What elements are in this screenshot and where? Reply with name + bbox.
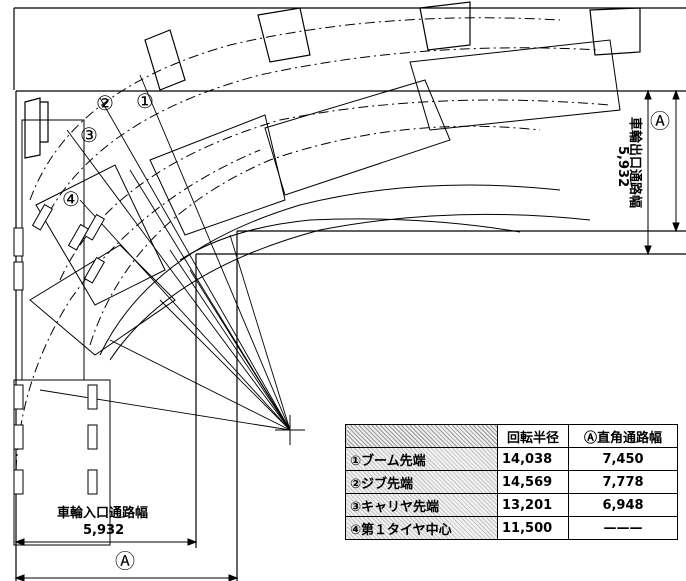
dim-a-right-label: Ⓐ	[650, 109, 670, 133]
tire	[87, 424, 98, 450]
radius-line	[159, 299, 291, 431]
tire	[67, 223, 90, 251]
row-radius: 14,038	[497, 447, 569, 471]
tire	[31, 203, 54, 231]
arc-1	[99, 184, 561, 356]
radius-line	[66, 129, 291, 431]
tire	[83, 256, 106, 284]
radius-line	[169, 249, 291, 431]
row-radius: 11,500	[497, 516, 569, 540]
tire	[13, 469, 24, 495]
row-width: ———	[568, 516, 678, 540]
truck-position-3	[35, 164, 166, 306]
dimension-lines	[14, 89, 680, 581]
table-row: ②ジブ先端 14,569 7,778	[345, 470, 678, 494]
table-header-row: 回転半径 Ⓐ直角通路幅	[345, 424, 678, 448]
radius-line	[39, 389, 291, 431]
exit-width-label: 車輪出口通路幅	[627, 117, 643, 208]
marker-4: ④	[62, 187, 80, 211]
boom-tips	[24, 1, 641, 159]
table-header-radius: 回転半径	[497, 424, 569, 448]
radius-line	[109, 339, 291, 431]
radius-lines	[39, 74, 291, 431]
row-name: ③キャリヤ先端	[345, 493, 498, 517]
row-name: ④第１タイヤ中心	[345, 516, 498, 540]
turning-center-mark	[275, 415, 305, 445]
row-name: ①ブーム先端	[345, 447, 498, 471]
tire	[87, 384, 98, 410]
radius-line	[139, 74, 291, 431]
row-radius: 13,201	[497, 493, 569, 517]
truck-positions	[13, 39, 621, 546]
truck-position-entrance	[21, 119, 85, 381]
table-header-corner	[345, 424, 498, 448]
row-width: 7,778	[568, 470, 678, 494]
arc-5	[39, 47, 601, 231]
table-row: ④第１タイヤ中心 11,500 ———	[345, 516, 678, 540]
truck-position-5	[264, 79, 451, 196]
arc-7	[179, 218, 521, 261]
marker-3: ③	[80, 123, 98, 147]
boom-tip	[419, 1, 471, 51]
tire	[13, 424, 24, 450]
arc-4	[29, 17, 561, 201]
marker-2: ②	[96, 91, 114, 115]
arc-2	[109, 213, 591, 361]
table-header-width: Ⓐ直角通路幅	[568, 424, 678, 448]
table-row: ③キャリヤ先端 13,201 6,948	[345, 493, 678, 517]
dim-a-bottom-label: Ⓐ	[115, 549, 135, 573]
truck-position-2	[29, 244, 176, 356]
row-radius: 14,569	[497, 470, 569, 494]
turning-arcs	[15, 17, 611, 471]
truck-position-6	[409, 39, 621, 131]
row-name: ②ジブ先端	[345, 470, 498, 494]
boom-tip	[40, 101, 49, 143]
radius-line	[229, 234, 291, 431]
entrance-width-value: 5,932	[83, 523, 124, 538]
tire	[87, 469, 98, 495]
arc-3	[89, 125, 541, 346]
tire	[13, 261, 24, 291]
radius-line	[189, 269, 291, 431]
spec-table: 回転半径 Ⓐ直角通路幅 ①ブーム先端 14,038 7,450 ②ジブ先端 14…	[345, 424, 678, 540]
boom-tip	[589, 7, 641, 56]
radius-line	[79, 199, 291, 431]
arc-8	[15, 149, 261, 471]
tire	[83, 213, 106, 241]
tire	[13, 227, 24, 257]
boom-tip	[257, 7, 311, 63]
boom-tip	[24, 97, 41, 159]
row-width: 7,450	[568, 447, 678, 471]
arc-6	[59, 99, 611, 281]
boom-tip	[144, 29, 186, 91]
tire	[13, 384, 24, 410]
row-width: 6,948	[568, 493, 678, 517]
tires	[13, 203, 106, 495]
truck-position-4	[149, 114, 286, 236]
exit-width-value: 5,932	[615, 146, 630, 187]
radius-line	[99, 97, 291, 431]
table-row: ①ブーム先端 14,038 7,450	[345, 447, 678, 471]
marker-1: ①	[136, 89, 154, 113]
entrance-width-label: 車輪入口通路幅	[57, 505, 148, 521]
